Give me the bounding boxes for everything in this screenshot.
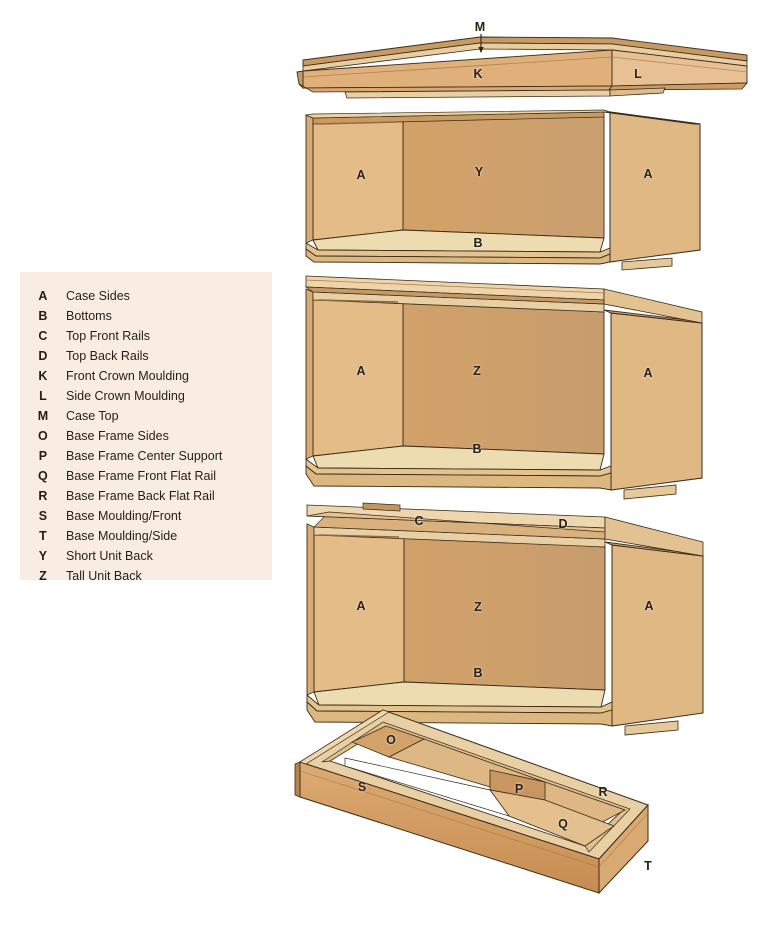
- crown-scribe-line-L: [611, 56, 748, 73]
- tall-lower-left-front-edge: [306, 523, 315, 696]
- short-unit-foot-right: [621, 257, 673, 271]
- base-frame-front-rail-inner: [344, 757, 510, 817]
- legend-label: Case Top: [66, 409, 119, 423]
- short-unit-case: [304, 109, 701, 271]
- legend-label: Base Frame Center Support: [66, 449, 223, 463]
- legend-key: R: [38, 489, 48, 503]
- base-moulding-front-scribe: [299, 770, 600, 868]
- legend-key: C: [38, 329, 48, 343]
- tall-upper-bottom-B: [312, 445, 605, 471]
- legend-row: A Case Sides: [20, 286, 272, 306]
- legend-key: Z: [39, 569, 47, 583]
- tall-upper-bottom-band: [305, 465, 612, 491]
- legend-label: Base Frame Front Flat Rail: [66, 469, 217, 483]
- tall-upper-top-corner-plate: [603, 288, 703, 324]
- tall-upper-top-groove: [317, 299, 399, 303]
- legend-key: B: [38, 309, 48, 323]
- legend-label: Top Back Rails: [66, 349, 149, 363]
- legend-row: B Bottoms: [20, 306, 272, 326]
- legend-label: Top Front Rails: [66, 329, 151, 343]
- crown-bottom-bevel-side: [608, 82, 748, 91]
- legend-row: R Base Frame Back Flat Rail: [20, 486, 272, 506]
- base-moulding-top-bead: [299, 709, 390, 765]
- legend-label: Base Frame Back Flat Rail: [66, 489, 215, 503]
- tall-lower-foot-right: [624, 720, 679, 736]
- parts-legend: A Case Sides B Bottoms C Top Front Rails…: [20, 272, 272, 583]
- legend-row: P Base Frame Center Support: [20, 446, 272, 466]
- legend-key: Q: [38, 469, 48, 483]
- tall-unit-case-upper: [304, 275, 703, 500]
- legend-label: Bottoms: [66, 309, 112, 323]
- case-side-left-inner-A: [312, 117, 404, 241]
- short-unit-top-rail-face: [304, 109, 611, 119]
- tall-unit-case-lower: [306, 502, 704, 736]
- legend-row: Q Base Frame Front Flat Rail: [20, 466, 272, 486]
- case-side-right-outer-A: [609, 111, 701, 263]
- legend-key: O: [38, 429, 48, 443]
- tall-lower-bottom-B: [313, 681, 606, 708]
- tall-unit-back-Z: [402, 299, 605, 455]
- legend-key: A: [38, 289, 48, 303]
- legend-row: L Side Crown Moulding: [20, 386, 272, 406]
- legend-label: Base Frame Sides: [66, 429, 169, 443]
- legend-key: P: [38, 449, 48, 463]
- legend-key: L: [39, 389, 47, 403]
- base-moulding-left-end: [294, 761, 301, 798]
- legend-key: M: [37, 409, 49, 423]
- legend-row: T Base Moulding/Side: [20, 526, 272, 546]
- tall-upper-side-right-A: [610, 312, 703, 491]
- legend-row: Z Tall Unit Back: [20, 566, 272, 586]
- legend-row: D Top Back Rails: [20, 346, 272, 366]
- legend-row: M Case Top: [20, 406, 272, 426]
- legend-row: O Base Frame Sides: [20, 426, 272, 446]
- legend-key: Y: [38, 549, 48, 563]
- case-left-front-edge: [305, 114, 314, 244]
- crown-scribe-line-K: [302, 56, 613, 78]
- crown-ledger-strip-side: [609, 87, 666, 97]
- tall-upper-left-front-edge: [305, 288, 314, 460]
- tall-lower-side-right-A: [611, 544, 704, 727]
- legend-key: S: [38, 509, 48, 523]
- tall-lower-rail-notch: [362, 502, 401, 512]
- tall-lower-top-groove: [318, 534, 400, 538]
- crown-moulding-assembly: [296, 34, 748, 99]
- legend-row: Y Short Unit Back: [20, 546, 272, 566]
- tall-upper-foot-right: [623, 484, 677, 500]
- tall-upper-top-scribe: [305, 279, 605, 294]
- legend-label: Base Moulding/Side: [66, 529, 178, 543]
- legend-label: Base Moulding/Front: [66, 509, 182, 523]
- legend-key: T: [39, 529, 47, 543]
- legend-label: Case Sides: [66, 289, 130, 303]
- legend-row: K Front Crown Moulding: [20, 366, 272, 386]
- short-unit-bottom-B: [312, 229, 605, 253]
- legend-label: Front Crown Moulding: [66, 369, 189, 383]
- legend-label: Tall Unit Back: [66, 569, 142, 583]
- callout-leader-M: [478, 34, 484, 53]
- legend-key: D: [38, 349, 48, 363]
- short-unit-top-groove: [317, 121, 399, 125]
- legend-key: K: [38, 369, 48, 383]
- tall-lower-top-corner-plate: [604, 516, 704, 557]
- base-moulding-side-scribe: [598, 812, 649, 868]
- legend-row: S Base Moulding/Front: [20, 506, 272, 526]
- legend-row: C Top Front Rails: [20, 326, 272, 346]
- legend-label: Side Crown Moulding: [66, 389, 185, 403]
- base-frame-assembly: [294, 709, 649, 895]
- tall-upper-side-left-inner-A: [312, 291, 404, 457]
- short-unit-back-Y: [402, 114, 605, 239]
- short-unit-bottom-band: [305, 248, 611, 265]
- tall-lower-back-Z: [403, 533, 606, 691]
- tall-lower-side-left-inner-A: [313, 526, 405, 693]
- legend-label: Short Unit Back: [66, 549, 153, 563]
